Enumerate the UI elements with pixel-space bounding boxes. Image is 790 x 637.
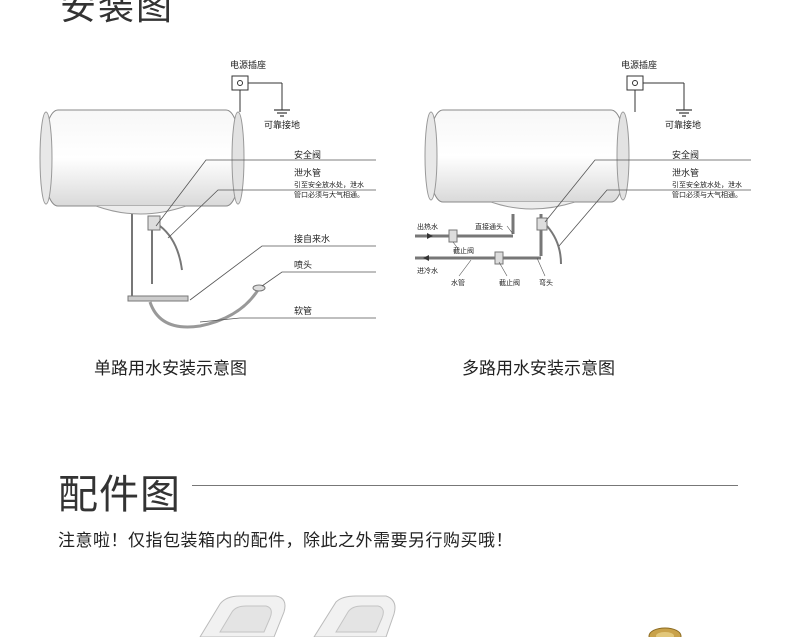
heater-tank: [43, 109, 241, 207]
cold-in-arrow-icon: [423, 255, 429, 261]
mixing-valve: [127, 295, 189, 302]
shower-head-icon: [252, 284, 266, 292]
safety-valve-icon: [536, 217, 548, 231]
multi-outlet-drawing: [415, 75, 751, 277]
multi-label-power-socket: 电源插座: [621, 61, 658, 71]
multi-label-direct-joint: 直接通头: [475, 223, 503, 231]
single-label-drain-note-2: 管口必须与大气相通。: [294, 191, 364, 199]
single-label-drain-pipe: 泄水管: [294, 169, 322, 179]
multi-label-hot-out: 出热水: [417, 223, 438, 231]
multi-outlet-diagram: 电源插座 可靠接地 安全阀 泄水管 引至安全放水处，泄水 管口必须与大气相通。 …: [395, 50, 790, 340]
bottom-plate: [95, 205, 187, 215]
heater-tank: [428, 109, 626, 203]
single-label-hose: 软管: [294, 307, 313, 317]
accessory-fitting-image: [648, 627, 682, 637]
multi-label-stop-valve-2: 截止阀: [499, 279, 520, 287]
multi-label-elbow: 弯头: [539, 279, 553, 287]
tank-end-right: [616, 111, 630, 201]
safety-valve-icon: [147, 215, 161, 231]
single-label-ground: 可靠接地: [264, 121, 301, 131]
section-divider: [192, 485, 738, 486]
single-outlet-diagram: 电源插座 可靠接地 安全阀 泄水管 引至安全放水处，泄水 管口必须与大气相通。 …: [0, 50, 395, 340]
multi-label-drain-note-1: 引至安全放水处，泄水: [672, 181, 742, 189]
power-socket-icon: [626, 75, 644, 91]
drain-hose: [159, 225, 183, 271]
single-label-shower-head: 喷头: [294, 261, 313, 271]
multi-label-safety-valve: 安全阀: [672, 151, 700, 161]
multi-label-ground: 可靠接地: [665, 121, 702, 131]
shower-hose: [148, 289, 260, 329]
accessory-brackets-image: [199, 595, 396, 637]
multi-label-drain-note-2: 管口必须与大气相通。: [672, 191, 742, 199]
single-outlet-drawing: [39, 75, 376, 329]
bottom-plate: [490, 201, 576, 210]
stop-valve-cold-icon: [494, 251, 504, 265]
single-label-power-socket: 电源插座: [230, 61, 267, 71]
tank-end-left: [39, 111, 53, 205]
multi-diagram-caption: 多路用水安装示意图: [462, 359, 615, 379]
multi-label-drain-pipe: 泄水管: [672, 169, 700, 179]
multi-label-cold-in: 进冷水: [417, 267, 438, 275]
multi-label-water-pipe: 水管: [451, 279, 465, 287]
tank-end-right: [231, 111, 245, 205]
single-label-tap-water: 接自来水: [294, 235, 331, 245]
single-diagram-caption: 单路用水安装示意图: [94, 359, 247, 379]
single-label-safety-valve: 安全阀: [294, 151, 322, 161]
accessories-section-title: 配件图: [58, 472, 181, 518]
hot-out-arrow-icon: [427, 233, 433, 239]
multi-label-stop-valve-1: 截止阀: [453, 247, 474, 255]
drain-hose: [546, 225, 562, 265]
tank-end-left: [424, 111, 438, 201]
power-socket-icon: [231, 75, 249, 91]
single-label-drain-note-1: 引至安全放水处，泄水: [294, 181, 364, 189]
install-section-title: 安装图: [60, 0, 175, 28]
accessories-notice: 注意啦！仅指包装箱内的配件，除此之外需要另行购买哦！: [58, 531, 513, 551]
stop-valve-hot-icon: [448, 229, 458, 243]
